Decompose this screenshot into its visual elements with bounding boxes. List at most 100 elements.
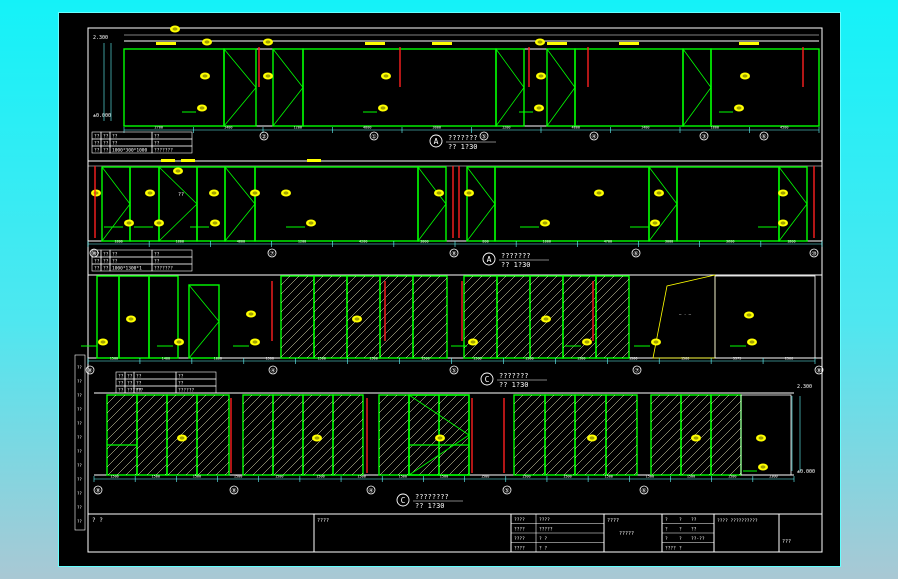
glass-hatch bbox=[106, 394, 117, 405]
glass-hatch bbox=[593, 462, 607, 476]
glass-hatch bbox=[146, 454, 168, 476]
glass-hatch bbox=[562, 275, 582, 295]
glass-hatch bbox=[363, 341, 381, 359]
glass-hatch bbox=[496, 275, 507, 286]
grid-mark-c2: ④ bbox=[368, 488, 373, 495]
grid-mark-a2: ⑦ bbox=[269, 251, 274, 258]
glass-hatch bbox=[710, 400, 742, 432]
glass-hatch bbox=[513, 394, 533, 414]
title-row-value: ? ? bbox=[539, 546, 547, 552]
glass-hatch bbox=[332, 427, 364, 459]
glass-hatch bbox=[272, 394, 292, 414]
glass-hatch bbox=[624, 462, 638, 476]
legend-text: ?? bbox=[94, 266, 100, 272]
legend-text: ?? bbox=[154, 141, 160, 147]
dimension-text: 1800 bbox=[114, 240, 122, 244]
grid-bubble bbox=[369, 131, 379, 141]
glass-hatch bbox=[595, 275, 615, 295]
glass-hatch bbox=[136, 427, 168, 459]
glass-hatch bbox=[272, 394, 301, 423]
section-bubble bbox=[480, 372, 494, 386]
company-label: ???? bbox=[607, 518, 619, 524]
dimension-text: 1500 bbox=[369, 357, 377, 361]
legend-text: ??????? bbox=[154, 266, 173, 272]
glass-hatch bbox=[513, 394, 524, 405]
title-row-value: ???? bbox=[539, 517, 550, 523]
glass-hatch bbox=[346, 296, 381, 331]
dimension-text: 4800 bbox=[572, 126, 580, 130]
glass-hatch bbox=[396, 341, 414, 359]
material-tag-dot bbox=[437, 436, 443, 440]
glass-hatch bbox=[496, 323, 531, 358]
glass-hatch bbox=[166, 394, 177, 405]
material-tag-dot bbox=[202, 74, 208, 78]
glass-hatch bbox=[595, 296, 630, 331]
grid-bubble bbox=[259, 131, 269, 141]
glass-hatch bbox=[438, 394, 449, 405]
glass-hatch bbox=[650, 394, 661, 405]
elevation-scale: ?? 1?30 bbox=[448, 143, 478, 151]
dimension-text: 2300 bbox=[785, 357, 793, 361]
glass-hatch bbox=[313, 305, 348, 340]
glass-hatch bbox=[302, 394, 313, 405]
dimension-text: 1500 bbox=[681, 357, 689, 361]
glass-hatch bbox=[107, 445, 138, 476]
glass-hatch bbox=[408, 418, 440, 450]
glass-hatch bbox=[529, 278, 564, 313]
title-row-label: ???? bbox=[514, 527, 525, 533]
level-top: 2.300 bbox=[797, 384, 812, 390]
glass-hatch bbox=[302, 436, 334, 468]
glass-hatch bbox=[555, 350, 564, 359]
glass-hatch bbox=[612, 341, 630, 359]
material-tag-dot bbox=[100, 340, 106, 344]
glass-hatch bbox=[252, 454, 274, 476]
section-bubble bbox=[482, 252, 496, 266]
material-tag-dot bbox=[536, 106, 542, 110]
dimension-text: 1500 bbox=[481, 475, 489, 479]
glass-hatch bbox=[575, 444, 607, 476]
glass-hatch bbox=[544, 409, 576, 441]
material-tag-dot bbox=[537, 40, 543, 44]
glass-hatch bbox=[412, 295, 448, 331]
glass-hatch bbox=[680, 394, 700, 414]
dimension-text: 1200 bbox=[298, 240, 306, 244]
door-swing bbox=[158, 166, 198, 205]
glass-hatch bbox=[242, 394, 262, 414]
glass-hatch bbox=[272, 418, 304, 450]
glass-hatch bbox=[291, 463, 304, 476]
glass-hatch bbox=[196, 398, 230, 432]
section-letter: C bbox=[401, 496, 406, 505]
glass-hatch bbox=[562, 275, 573, 286]
glass-hatch bbox=[408, 394, 419, 405]
glass-hatch bbox=[621, 350, 630, 359]
glass-hatch bbox=[681, 445, 712, 476]
company-sub: ????? bbox=[619, 531, 634, 537]
section-bubble bbox=[396, 493, 410, 507]
glass-hatch bbox=[136, 394, 156, 414]
glass-hatch bbox=[405, 350, 414, 359]
material-tag-dot bbox=[542, 221, 548, 225]
grid-bubble bbox=[268, 365, 278, 375]
glass-hatch bbox=[710, 418, 742, 450]
glass-hatch bbox=[545, 445, 576, 476]
level-top: 2.300 bbox=[93, 35, 108, 41]
door-swing bbox=[224, 203, 256, 242]
glass-hatch bbox=[504, 332, 531, 359]
glass-hatch bbox=[562, 287, 597, 322]
ceiling-light-strip bbox=[365, 42, 385, 45]
glass-hatch bbox=[378, 427, 410, 459]
glass-hatch bbox=[388, 454, 410, 476]
glass-hatch bbox=[166, 418, 198, 450]
glass-hatch bbox=[680, 418, 712, 450]
glass-hatch bbox=[332, 400, 364, 432]
material-tag-dot bbox=[584, 340, 590, 344]
legend-text: ?? bbox=[154, 134, 160, 140]
glass-hatch bbox=[273, 445, 304, 476]
glass-hatch bbox=[720, 454, 742, 476]
grid-mark-a2: ⑩ bbox=[811, 251, 816, 258]
glass-wall bbox=[123, 48, 225, 127]
door-swing bbox=[417, 166, 447, 205]
glass-hatch bbox=[562, 278, 597, 313]
